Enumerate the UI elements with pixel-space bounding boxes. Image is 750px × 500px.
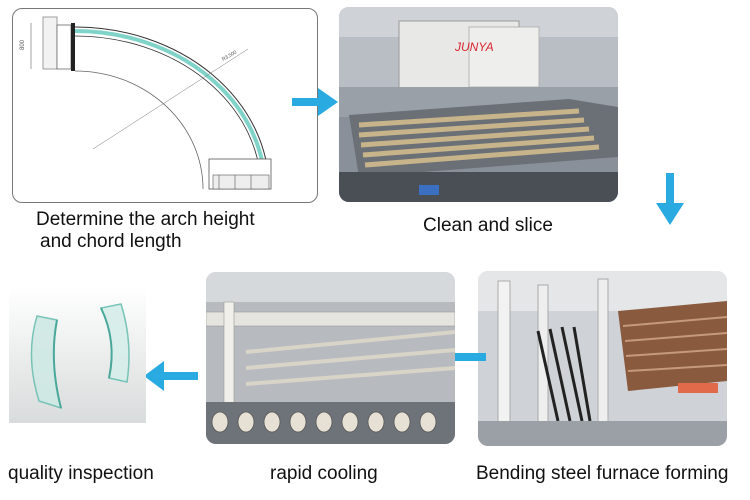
curved-glass-image [9,286,146,423]
rapid-cooling-image [206,272,455,444]
step-caption-cooling: rapid cooling [270,463,378,484]
arch-drawing-panel: 800 R3,500 [12,8,318,203]
brand-logo-text: JUNYA [454,40,494,54]
cleaning-machine-image: JUNYA [339,7,618,202]
bending-furnace-photo [478,271,727,446]
step-caption-inspection: quality inspection [8,463,154,484]
step-caption-arch: Determine the arch height and chord leng… [36,209,255,252]
arch-drawing: 800 R3,500 [20,16,272,190]
arrow-down-icon [656,173,684,225]
quality-inspection-photo [9,286,146,423]
arrow-left-icon [144,361,198,391]
arrow-right-icon [292,88,338,116]
dimension-label: 800 [20,39,26,50]
step-caption-clean: Clean and slice [423,215,553,236]
bending-furnace-image [478,271,727,446]
cleaning-machine-photo: JUNYA [339,7,618,202]
step-caption-bending: Bending steel furnace forming [476,463,729,484]
rapid-cooling-photo [206,272,455,444]
